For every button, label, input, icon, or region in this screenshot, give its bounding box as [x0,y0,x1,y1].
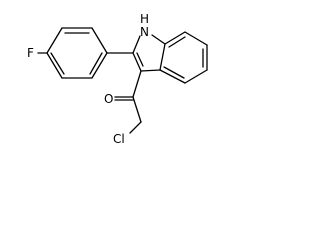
chloroacetyl-group [114,70,142,134]
nitrogen-atom-label: N [140,25,149,39]
chlorine-atom-label: Cl [113,132,125,146]
indole-benzene-ring [159,31,208,84]
nh-hydrogen-label: H [140,12,149,26]
oxygen-atom-label: O [104,92,113,106]
pyrrole-ring [132,34,166,72]
fluorine-atom-label: F [27,46,34,60]
molecule-structure: F H N O Cl [27,12,208,146]
fluorophenyl-ring [46,27,108,79]
